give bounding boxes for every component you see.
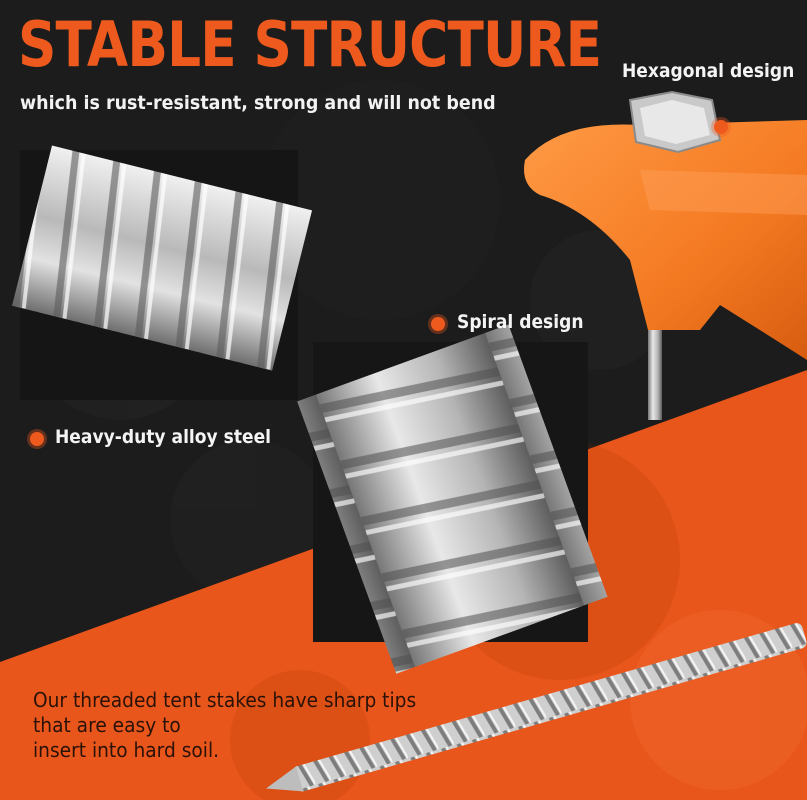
description-line: that are easy to <box>33 713 181 737</box>
threads-closeup-horizontal <box>12 145 313 400</box>
alloy-callout-dot <box>30 432 44 446</box>
description-line: Our threaded tent stakes have sharp tips <box>33 688 417 712</box>
long-threaded-stake <box>266 623 807 792</box>
description-text: Our threaded tent stakes have sharp tips… <box>33 688 424 763</box>
subheadline: which is rust-resistant, strong and will… <box>20 92 496 114</box>
hexagonal-callout-dot <box>714 120 728 134</box>
callout-heavy-duty-alloy-steel: Heavy-duty alloy steel <box>55 426 272 448</box>
threads-closeup-vertical <box>297 324 608 673</box>
headline: STABLE STRUCTURE <box>18 8 602 81</box>
callout-spiral-design: Spiral design <box>457 311 584 333</box>
callout-hexagonal-design: Hexagonal design <box>622 60 795 82</box>
spiral-callout-dot <box>431 317 445 331</box>
stake-head <box>524 90 807 420</box>
description-line: insert into hard soil. <box>33 738 220 762</box>
